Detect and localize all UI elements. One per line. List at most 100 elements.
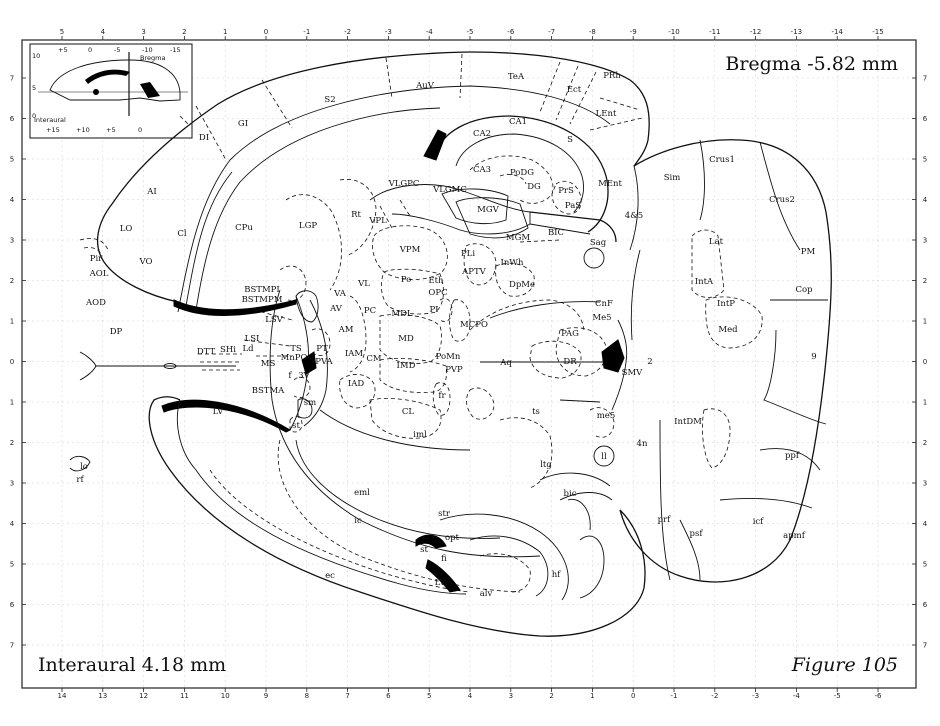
label-PAG: PAG <box>561 329 579 339</box>
label-apmf: apmf <box>783 531 806 541</box>
label-CPu: CPu <box>235 223 253 233</box>
label-LSV: LSV <box>265 315 283 325</box>
label-ltg: ltg <box>540 460 552 470</box>
label-AOL: AOL <box>89 269 109 279</box>
top-axis-tick-label: 0 <box>264 28 268 36</box>
left-axis-tick-label: 1 <box>10 318 14 326</box>
label-Eth: Eth <box>428 276 444 286</box>
label-VPM: VPM <box>399 245 421 255</box>
label-AI: AI <box>146 187 157 197</box>
interaural-title: Interaural 4.18 mm <box>38 654 226 676</box>
bottom-axis-tick-label: 13 <box>98 692 107 700</box>
inset-sagittal-map: Bregma Interaural +5 0 -5 -10 -15 +15 +1… <box>30 44 192 138</box>
left-axis-tick-label: 3 <box>10 237 14 245</box>
top-axis-tick-label: -4 <box>426 28 434 36</box>
right-axis-tick-label: 3 <box>923 237 927 245</box>
inset-top-tick-3: -10 <box>142 46 153 54</box>
inset-top-tick-0: +5 <box>58 46 68 54</box>
label-Po: Po <box>401 275 412 285</box>
left-axis-tick-label: 7 <box>10 642 14 650</box>
label-TeA: TeA <box>508 72 525 82</box>
label-me5: me5 <box>597 411 616 421</box>
right-axis-tick-label: 7 <box>923 75 927 83</box>
right-axis-tick-label: 3 <box>923 480 927 488</box>
label-Lat: Lat <box>709 237 724 247</box>
right-axis-tick-label: 6 <box>923 115 928 123</box>
bottom-axis-tick-label: 7 <box>345 692 349 700</box>
label-DP: DP <box>110 327 123 337</box>
label-3V: 3V <box>298 371 310 381</box>
inset-bregma-label: Bregma <box>140 54 165 62</box>
label-PLi: PLi <box>461 249 475 259</box>
label-DR: DR <box>563 357 577 367</box>
label-st: st <box>292 421 300 431</box>
label-ll: ll <box>601 452 607 462</box>
top-axis-tick-label: -8 <box>589 28 596 36</box>
left-axis-tick-label: 1 <box>10 399 14 407</box>
inset-bottom-tick-0: +15 <box>46 126 60 134</box>
top-axis-tick-label: 2 <box>182 28 186 36</box>
label-PaS: PaS <box>565 201 581 211</box>
label-Rt: Rt <box>351 210 361 220</box>
bottom-axis-tick-label: -2 <box>711 692 718 700</box>
label-iml: iml <box>413 430 427 440</box>
top-axis: 543210-1-2-3-4-5-6-7-8-9-10-11-12-13-14-… <box>60 28 884 40</box>
inset-bottom-tick-2: +5 <box>106 126 116 134</box>
label-hf: hf <box>552 570 561 580</box>
left-axis-tick-label: 0 <box>10 358 14 366</box>
label-VPL: VPL <box>368 216 387 226</box>
left-axis-tick-label: 5 <box>10 561 14 569</box>
label-bic: bic <box>564 489 577 499</box>
label-ic: ic <box>354 516 362 526</box>
label-Ect: Ect <box>567 85 582 95</box>
label-9: 9 <box>811 352 816 362</box>
label-DTT: DTT <box>197 347 216 357</box>
inset-bottom-tick-1: +10 <box>76 126 90 134</box>
label-Sag: Sag <box>590 238 607 248</box>
label-Med: Med <box>718 325 738 335</box>
top-axis-tick-label: -13 <box>791 28 802 36</box>
top-axis-tick-label: -11 <box>709 28 720 36</box>
bottom-axis-tick-label: 10 <box>221 692 230 700</box>
right-axis-tick-label: 4 <box>923 520 928 528</box>
left-axis-tick-label: 2 <box>10 439 14 447</box>
left-axis-tick-label: 7 <box>10 75 14 83</box>
label-CA1: CA1 <box>509 117 527 127</box>
label-GI: GI <box>238 119 248 129</box>
right-axis-tick-label: 5 <box>923 561 927 569</box>
label-4n: 4n <box>637 439 648 449</box>
label-LV: LV <box>213 407 225 417</box>
label-AM: AM <box>338 325 354 335</box>
left-axis: 765432101234567 <box>10 75 26 650</box>
top-axis-tick-label: -9 <box>630 28 637 36</box>
top-axis-tick-label: -2 <box>344 28 351 36</box>
right-axis-tick-label: 7 <box>923 642 927 650</box>
right-axis: 765432101234567 <box>912 75 928 650</box>
label-Aq: Aq <box>499 358 512 368</box>
right-axis-tick-label: 2 <box>923 439 927 447</box>
left-axis-tick-label: 4 <box>10 520 15 528</box>
bottom-axis-tick-label: -5 <box>834 692 841 700</box>
top-axis-tick-label: -14 <box>831 28 843 36</box>
label-Crus2: Crus2 <box>769 195 795 205</box>
label-SHi: SHi <box>220 345 236 355</box>
bottom-axis-tick-label: 8 <box>305 692 309 700</box>
label-LGP: LGP <box>299 221 317 231</box>
label-ts: ts <box>532 407 540 417</box>
label-lo: lo <box>80 462 88 472</box>
label-BSTMA: BSTMA <box>252 386 285 396</box>
label-CL: CL <box>402 407 415 417</box>
right-axis-tick-label: 5 <box>923 156 927 164</box>
label-APTV: APTV <box>461 267 487 277</box>
inset-top-tick-2: -5 <box>114 46 120 54</box>
bottom-axis-tick-label: -6 <box>875 692 883 700</box>
right-axis-tick-label: 1 <box>923 318 927 326</box>
right-axis-tick-label: 0 <box>923 358 927 366</box>
left-axis-tick-label: 6 <box>10 601 15 609</box>
label-ppf: ppf <box>785 451 800 461</box>
label-S2: S2 <box>324 95 335 105</box>
label-S: S <box>567 135 573 145</box>
label-AOD: AOD <box>85 298 106 308</box>
label-VLGPC: VLGPC <box>388 179 420 189</box>
top-axis-tick-label: 5 <box>60 28 64 36</box>
